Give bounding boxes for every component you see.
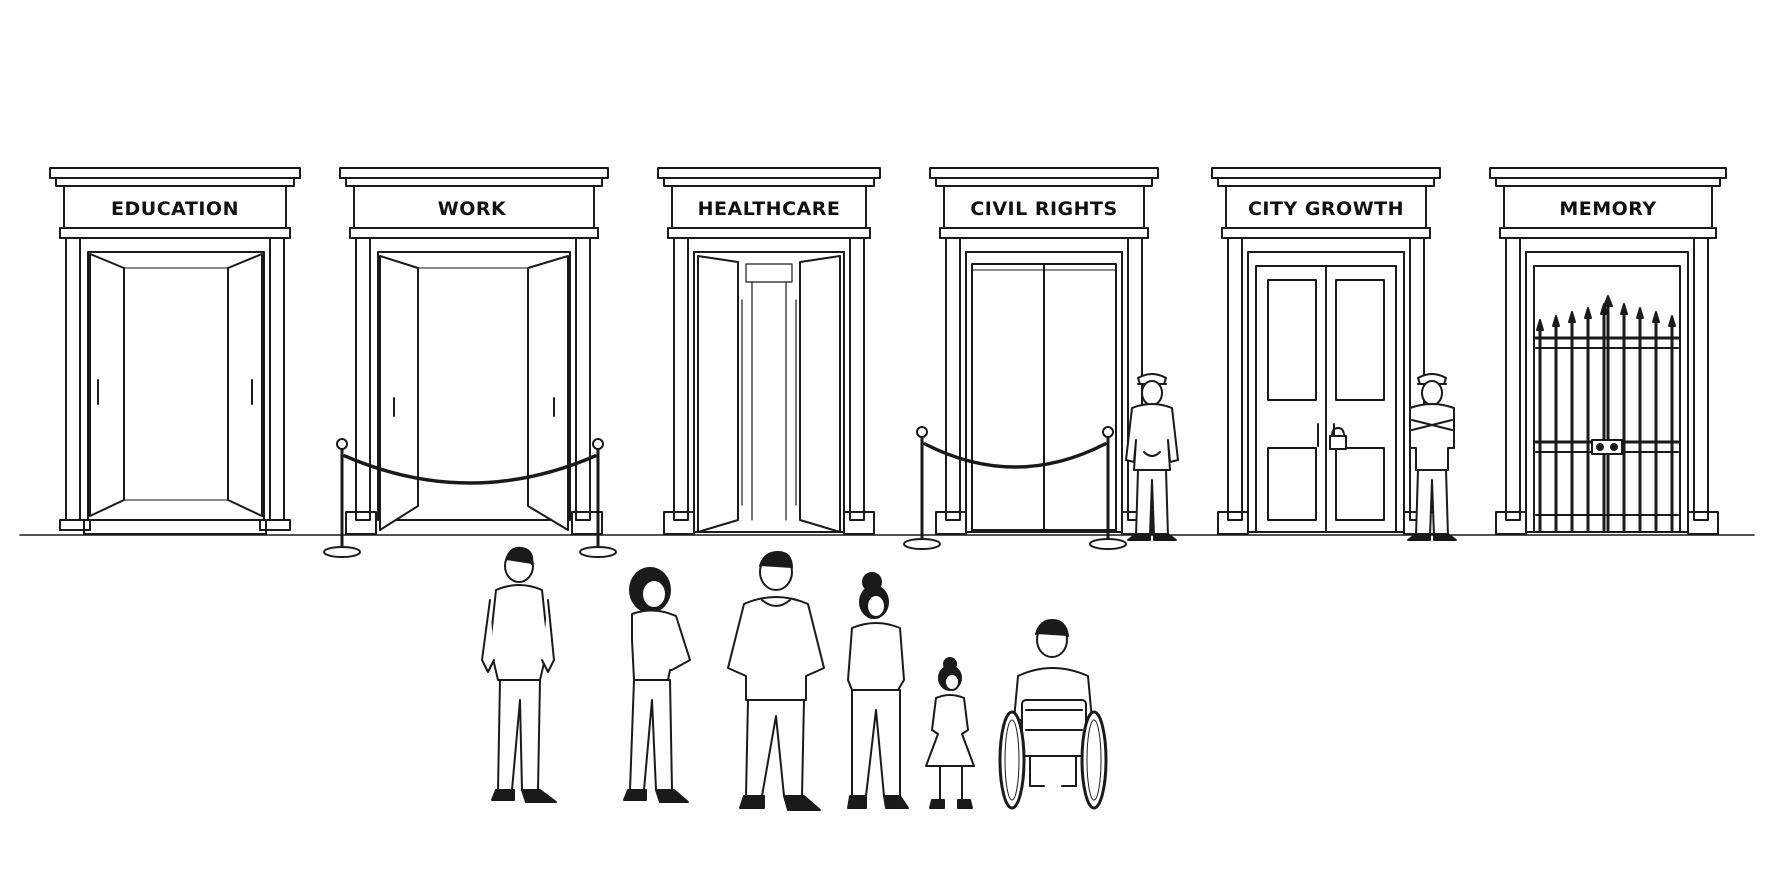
person-child <box>925 657 975 809</box>
iron-gate <box>1534 295 1680 532</box>
person-woman-bun <box>847 572 909 809</box>
door-label: WORK <box>438 198 507 220</box>
door-work: WORK <box>339 167 609 535</box>
door-city-growth: CITY GROWTH <box>1211 167 1441 535</box>
door-education: EDUCATION <box>49 167 301 535</box>
person-man-hoodie <box>727 551 825 811</box>
security-guard <box>1125 373 1179 541</box>
door-label: CITY GROWTH <box>1248 198 1404 220</box>
door-healthcare: HEALTHCARE <box>657 167 881 535</box>
person-wheelchair <box>998 619 1108 810</box>
door-label: HEALTHCARE <box>698 198 841 220</box>
security-guard <box>1407 373 1457 541</box>
person-man <box>481 546 557 803</box>
door-memory: MEMORY <box>1489 167 1727 535</box>
door-label: CIVIL RIGHTS <box>970 198 1117 220</box>
door-label: EDUCATION <box>111 198 239 220</box>
rope-barrier-civil-rights <box>903 426 1127 550</box>
person-woman-curly <box>623 567 691 803</box>
rope-barrier-work <box>323 438 617 558</box>
door-label: MEMORY <box>1559 198 1656 220</box>
door-civil-rights: CIVIL RIGHTS <box>929 167 1159 535</box>
